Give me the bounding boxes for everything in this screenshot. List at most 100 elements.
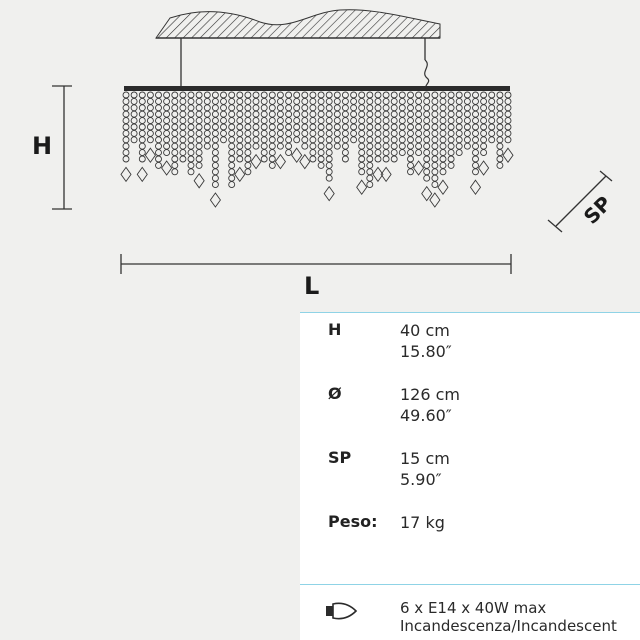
crystal-bead — [285, 129, 293, 137]
crystal-bead — [488, 91, 496, 99]
crystal-bead — [285, 91, 293, 99]
crystal-bead — [163, 123, 171, 131]
crystal-bead — [163, 97, 171, 105]
crystal-drop — [372, 166, 384, 183]
crystal-bead — [146, 97, 154, 105]
crystal-bead — [211, 181, 219, 189]
crystal-bead — [472, 110, 479, 118]
crystal-bead — [447, 155, 455, 163]
crystal-bead — [163, 136, 171, 144]
crystal-bead — [244, 117, 252, 125]
crystal-bead — [228, 174, 236, 182]
crystal-bead — [146, 129, 154, 137]
crystal-bead — [390, 110, 398, 118]
crystal-bead — [187, 168, 195, 176]
crystal-bead — [325, 97, 333, 105]
crystal-bead — [496, 110, 504, 118]
crystal-bead — [171, 168, 179, 176]
crystal-bead — [317, 97, 325, 105]
crystal-bead — [252, 110, 260, 118]
crystal-bead — [325, 174, 333, 182]
chandelier-frame — [124, 86, 510, 91]
crystal-bead — [439, 168, 447, 176]
crystal-bead — [358, 110, 366, 118]
crystal-drop — [274, 153, 286, 170]
crystal-drop — [356, 179, 368, 195]
crystal-bead — [179, 129, 187, 137]
chandelier-drawing — [52, 9, 613, 274]
crystal-bead — [228, 149, 236, 157]
crystal-bead — [455, 129, 463, 137]
crystal-bead — [163, 142, 171, 150]
crystal-bead — [463, 136, 471, 144]
crystal-bead — [455, 110, 463, 118]
crystal-bead — [439, 123, 447, 131]
crystal-bead — [366, 174, 374, 182]
crystal-bead — [504, 129, 512, 137]
crystal-bead — [480, 104, 488, 112]
crystal-bead — [431, 123, 439, 131]
crystal-bead — [447, 149, 455, 157]
crystal-bead — [228, 181, 236, 189]
crystal-bead — [179, 110, 187, 118]
crystal-bead — [407, 155, 414, 163]
crystal-bead — [463, 123, 471, 131]
crystal-bead — [309, 142, 317, 150]
crystal-bead — [187, 117, 195, 125]
crystal-bead — [407, 97, 414, 105]
crystal-bead — [398, 110, 406, 118]
crystal-bead — [244, 123, 252, 131]
crystal-bead — [366, 117, 374, 125]
crystal-bead — [236, 123, 244, 131]
panel-top-divider — [300, 312, 640, 313]
crystal-bead — [155, 110, 162, 118]
crystal-bead — [463, 129, 471, 137]
crystal-bead — [390, 104, 398, 112]
crystal-bead — [341, 97, 349, 105]
crystal-bead — [203, 91, 211, 99]
crystal-bead — [122, 104, 130, 112]
crystal-bead — [415, 110, 423, 118]
crystal-drop — [120, 166, 132, 183]
crystal-bead — [155, 155, 162, 163]
crystal-bead — [220, 97, 227, 105]
crystal-bead — [463, 142, 471, 150]
crystal-bead — [163, 110, 171, 118]
crystal-drop — [421, 185, 433, 202]
crystal-bead — [496, 149, 504, 157]
crystal-drop — [502, 147, 514, 163]
crystal-bead — [146, 110, 154, 118]
crystal-bead — [374, 110, 382, 118]
crystal-bead — [276, 129, 284, 137]
crystal-bead — [228, 168, 236, 176]
crystal-bead — [203, 123, 211, 131]
crystal-bead — [244, 91, 252, 99]
crystal-bead — [358, 161, 366, 169]
crystal-bead — [220, 91, 227, 99]
crystal-bead — [244, 155, 252, 163]
crystal-bead — [407, 123, 414, 131]
crystal-bead — [285, 142, 293, 150]
crystal-bead — [407, 117, 414, 125]
crystal-bead — [472, 161, 479, 169]
crystal-drop — [291, 147, 303, 163]
crystal-bead — [260, 142, 268, 150]
crystal-bead — [293, 117, 301, 125]
crystal-bead — [455, 91, 463, 99]
crystal-bead — [439, 136, 447, 144]
crystal-bead — [390, 149, 398, 157]
crystal-bead — [268, 104, 276, 112]
crystal-bead — [439, 149, 447, 157]
crystal-bead — [236, 97, 244, 105]
crystal-bead — [455, 117, 463, 125]
crystal-bead — [415, 142, 423, 150]
crystal-bead — [488, 136, 496, 144]
crystal-bead — [203, 97, 211, 105]
crystal-bead — [179, 97, 187, 105]
crystal-bead — [268, 161, 276, 169]
crystal-bead — [382, 155, 390, 163]
crystal-bead — [236, 117, 244, 125]
crystal-bead — [252, 117, 260, 125]
crystal-bead — [228, 129, 236, 137]
